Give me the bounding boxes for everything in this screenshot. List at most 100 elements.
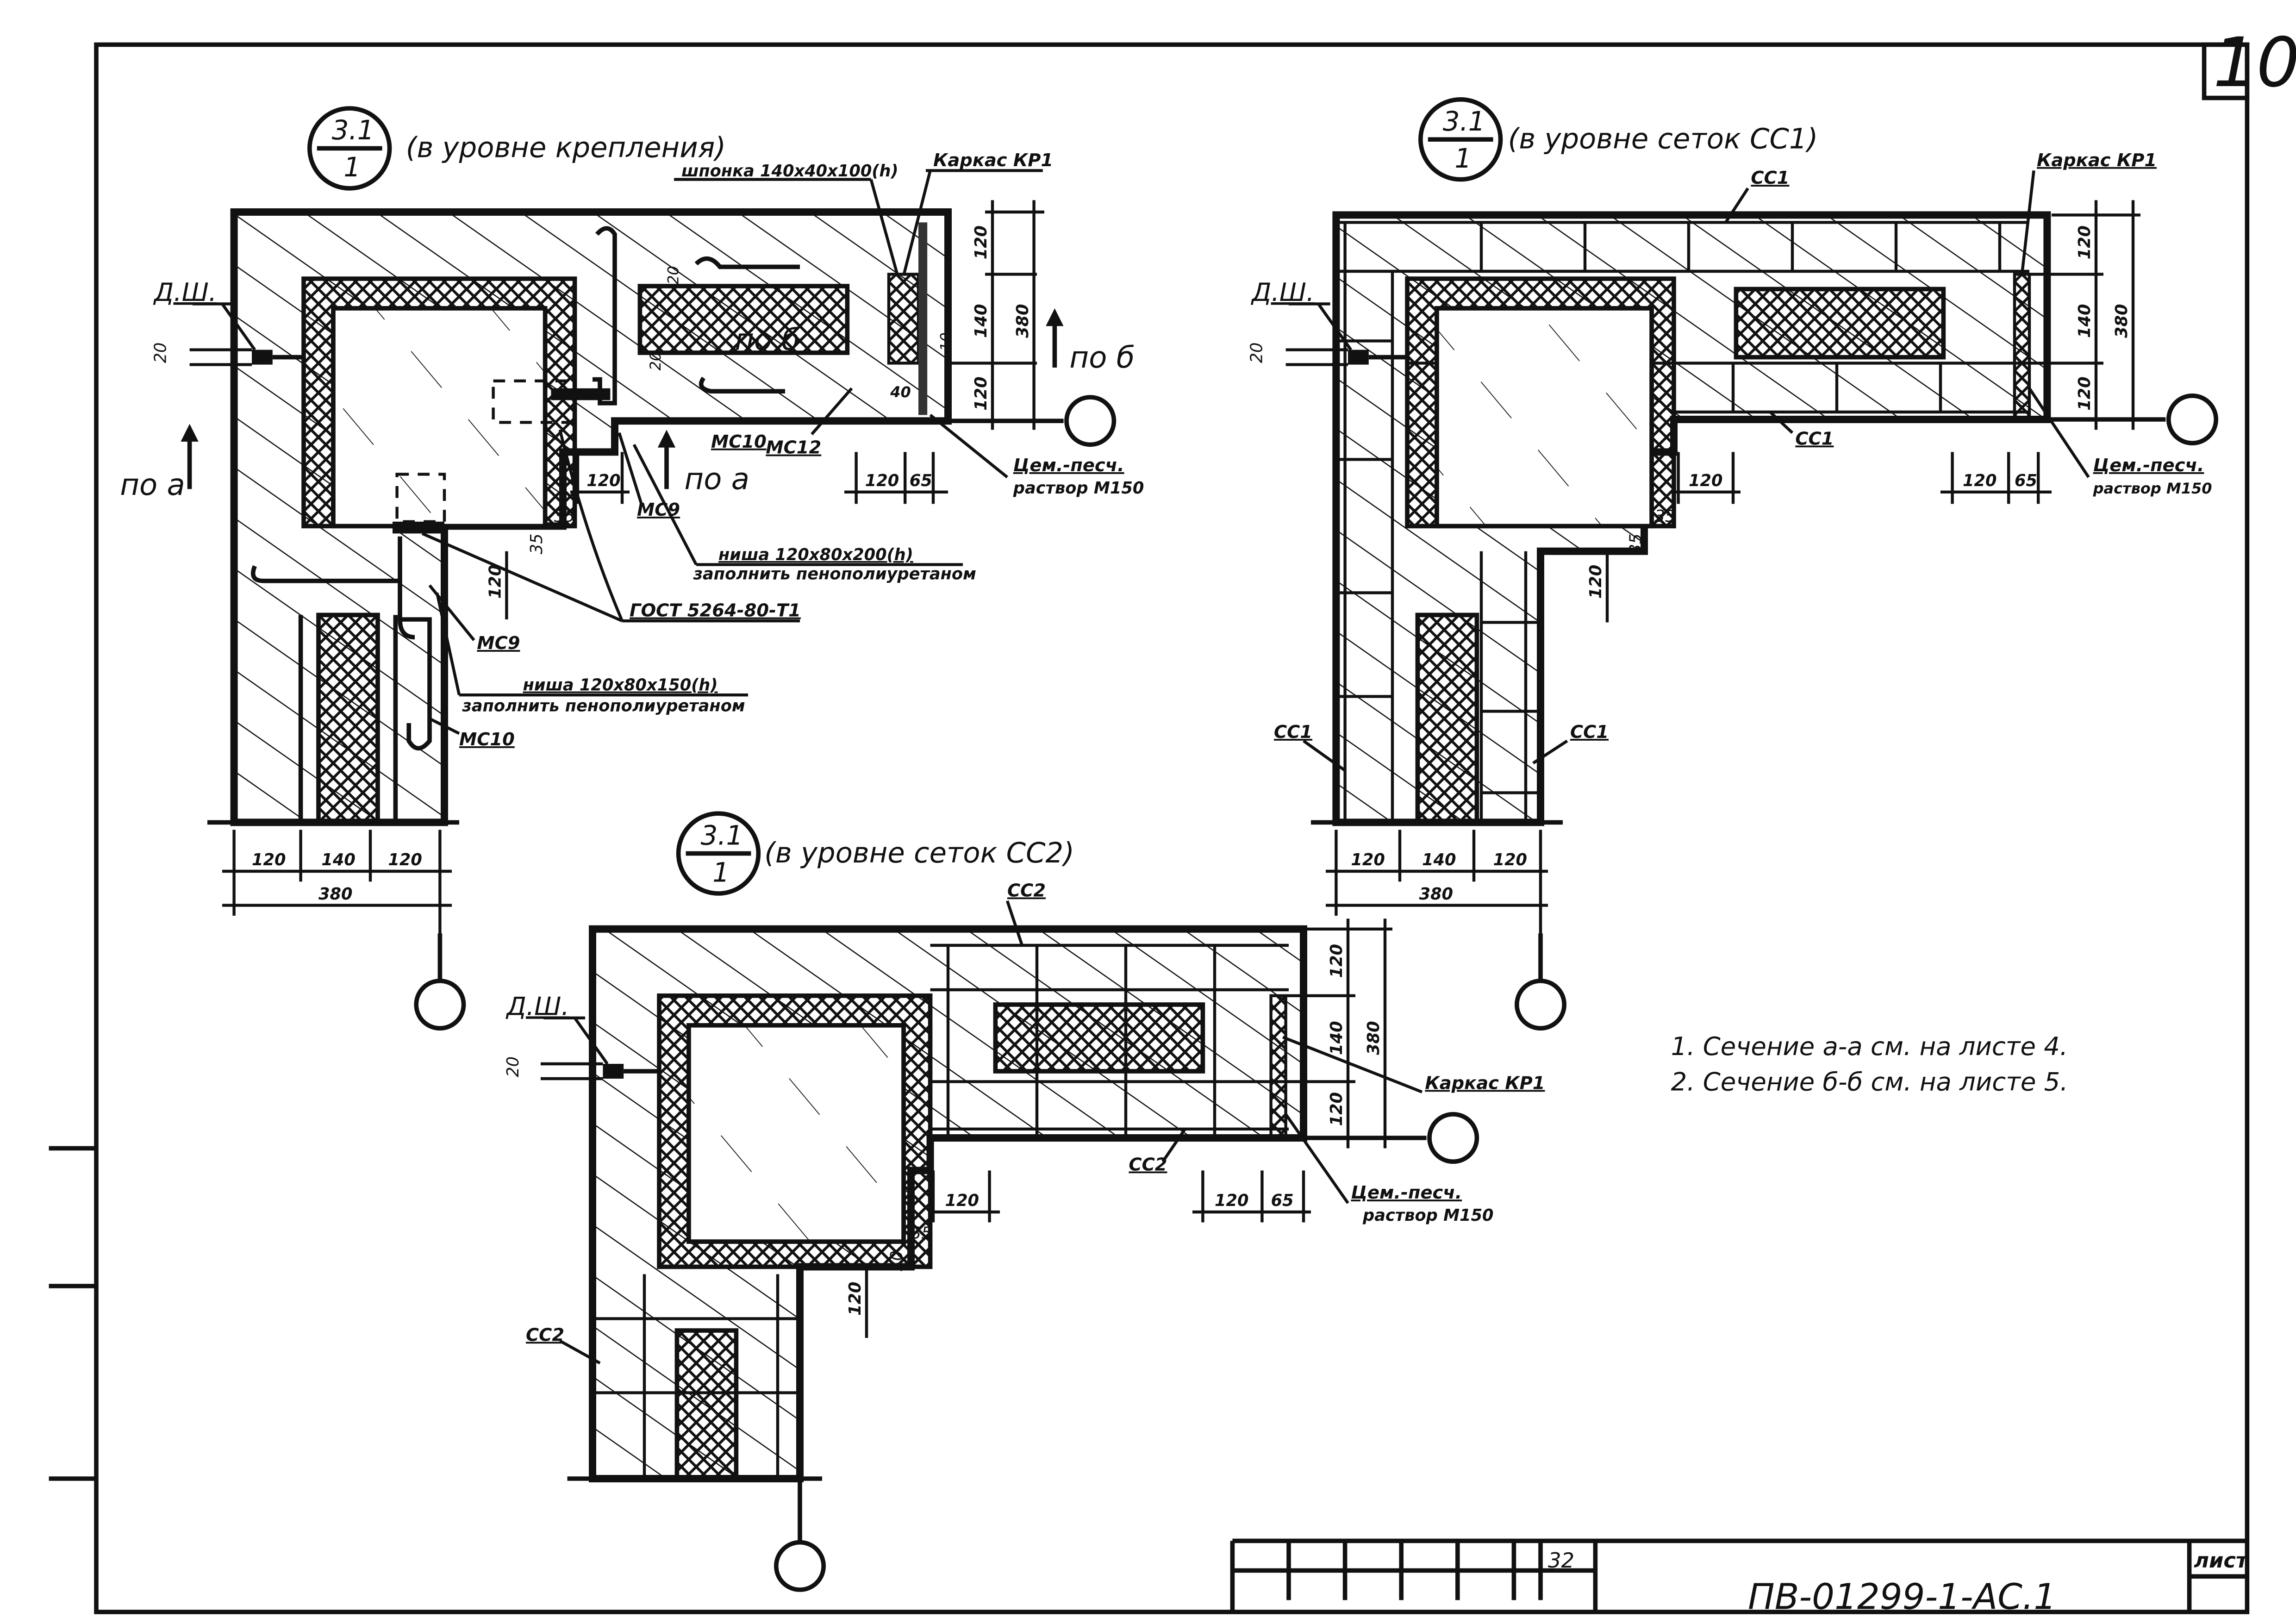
svg-text:35: 35 [1654,507,1675,526]
svg-text:раствор М150: раствор М150 [1013,479,1144,498]
svg-text:3.1: 3.1 [1443,106,1485,137]
svg-text:65: 65 [910,471,932,490]
axis-marker [414,979,466,1031]
svg-text:65: 65 [2015,471,2037,490]
svg-text:СС2: СС2 [1129,1154,1167,1175]
dowel-marker: Д.Ш. 20 [1247,278,1407,366]
svg-text:30: 30 [887,1250,906,1271]
dimension-bottom: 120 140 120 380 [1326,830,1548,963]
svg-text:3.1: 3.1 [332,115,374,146]
svg-text:Цем.-песч.: Цем.-песч. [1351,1182,1462,1203]
svg-text:120: 120 [2075,376,2094,410]
svg-text:СС2: СС2 [526,1324,564,1345]
svg-text:заполнить пенополиуретаном: заполнить пенополиуретаном [693,565,976,584]
svg-text:120: 120 [486,565,505,599]
section-callout: 3.1 1 [676,811,761,896]
section-mark-b: по б [1046,308,1135,375]
view-cc2-level: 3.1 1 (в уровне сеток СС2) Д.Ш. 20 СС2 С… [504,811,1545,1592]
svg-text:по б: по б [735,323,800,357]
insulation-vertical [1415,612,1479,825]
axis-marker [1515,979,1566,1031]
svg-text:120: 120 [972,225,991,259]
anchor-bars [251,226,800,751]
svg-text:1: 1 [712,857,730,888]
svg-text:140: 140 [1327,1021,1346,1055]
svg-text:35: 35 [527,533,546,554]
svg-text:380: 380 [2112,304,2131,338]
svg-text:Д.Ш.: Д.Ш. [153,278,217,307]
sheet-label: лист [2194,1548,2249,1573]
svg-text:ниша 120х80х150(h): ниша 120х80х150(h) [523,676,718,695]
note-1: 1. Сечение а-а см. на листе 4. [1671,1032,2068,1061]
svg-text:ниша 120х80х200(h): ниша 120х80х200(h) [718,545,913,564]
karkas-label: Каркас КР1 [933,150,1053,171]
title-block: 32 лист ПВ-01299-1-АС.1 [1230,1538,2249,1618]
svg-text:Цем.-песч.: Цем.-песч. [1013,455,1124,476]
svg-text:120: 120 [1327,944,1346,978]
view-cc1-level: 3.1 1 (в уровне сеток СС1) Д.Ш. 20 СС1 С… [1247,97,2218,1031]
insulation-vertical [316,612,380,825]
svg-text:120: 120 [1963,471,1997,490]
svg-text:по б: по б [1069,341,1135,375]
svg-text:Д.Ш.: Д.Ш. [505,992,569,1021]
dowel-marker: Д.Ш. 20 [151,278,304,366]
svg-text:65: 65 [1271,1191,1294,1210]
svg-text:380: 380 [1013,304,1032,338]
svg-text:Каркас КР1: Каркас КР1 [2037,150,2157,171]
svg-text:20: 20 [647,352,664,371]
svg-text:120: 120 [1215,1191,1248,1210]
svg-text:МС9: МС9 [477,633,520,654]
insulation-block [637,284,850,355]
view-title: (в уровне сеток СС1) [1508,123,1818,155]
carcass-kr1 [887,273,920,365]
axis-marker [1064,395,1117,447]
svg-text:МС12: МС12 [766,437,821,458]
svg-text:35: 35 [911,1224,932,1243]
axis-marker [2166,394,2218,445]
svg-text:120: 120 [945,1191,979,1210]
view-title: (в уровне крепления) [406,132,726,164]
stamp-fragment: 32 [1548,1548,1574,1573]
svg-text:20: 20 [151,343,170,363]
svg-text:120: 120 [2075,225,2094,259]
svg-text:МС10: МС10 [459,729,515,750]
axis-marker [774,1540,826,1592]
svg-text:120: 120 [586,471,620,490]
svg-text:140: 140 [321,850,355,869]
section-callout: 3.1 1 [307,106,392,191]
svg-text:по а: по а [120,468,185,502]
svg-text:35: 35 [554,507,575,526]
svg-text:МС10: МС10 [711,431,767,452]
svg-text:40: 40 [890,383,911,401]
svg-text:СС2: СС2 [1007,880,1046,901]
svg-text:3.1: 3.1 [701,820,743,851]
svg-text:ГОСТ 5264-80-Т1: ГОСТ 5264-80-Т1 [630,600,801,621]
svg-text:120: 120 [972,376,991,410]
svg-text:раствор М150: раствор М150 [2093,480,2212,497]
svg-text:120: 120 [252,850,286,869]
svg-text:120: 120 [846,1282,865,1316]
sheet-frame: 10 [49,23,2296,1614]
svg-text:1: 1 [1454,143,1472,174]
svg-text:380: 380 [1364,1021,1383,1055]
svg-text:120: 120 [865,471,899,490]
svg-text:20: 20 [1247,343,1266,363]
svg-text:120: 120 [1493,850,1527,869]
svg-text:раствор М150: раствор М150 [1362,1206,1494,1225]
svg-text:120: 120 [1689,471,1722,490]
svg-text:20: 20 [665,266,682,285]
dimension-bottom: 120 140 120 380 [222,830,452,963]
svg-text:120: 120 [1586,565,1605,599]
dimension-right: 120 140 120 380 [1285,918,1392,1149]
dowel-marker: Д.Ш. 20 [504,992,659,1081]
view-fixing-level: 3.1 1 (в уровне крепления) Д.Ш. 20 по а [120,106,1144,1031]
axis-marker [1427,1112,1479,1164]
svg-text:120: 120 [1351,850,1385,869]
svg-text:СС1: СС1 [1795,428,1834,449]
carcass-kr1 [1269,994,1287,1140]
carcass-kr1 [2013,273,2031,421]
svg-text:заполнить пенополиуретаном: заполнить пенополиуретаном [462,696,745,715]
svg-text:140: 140 [2075,304,2094,338]
svg-text:35: 35 [1627,533,1646,554]
